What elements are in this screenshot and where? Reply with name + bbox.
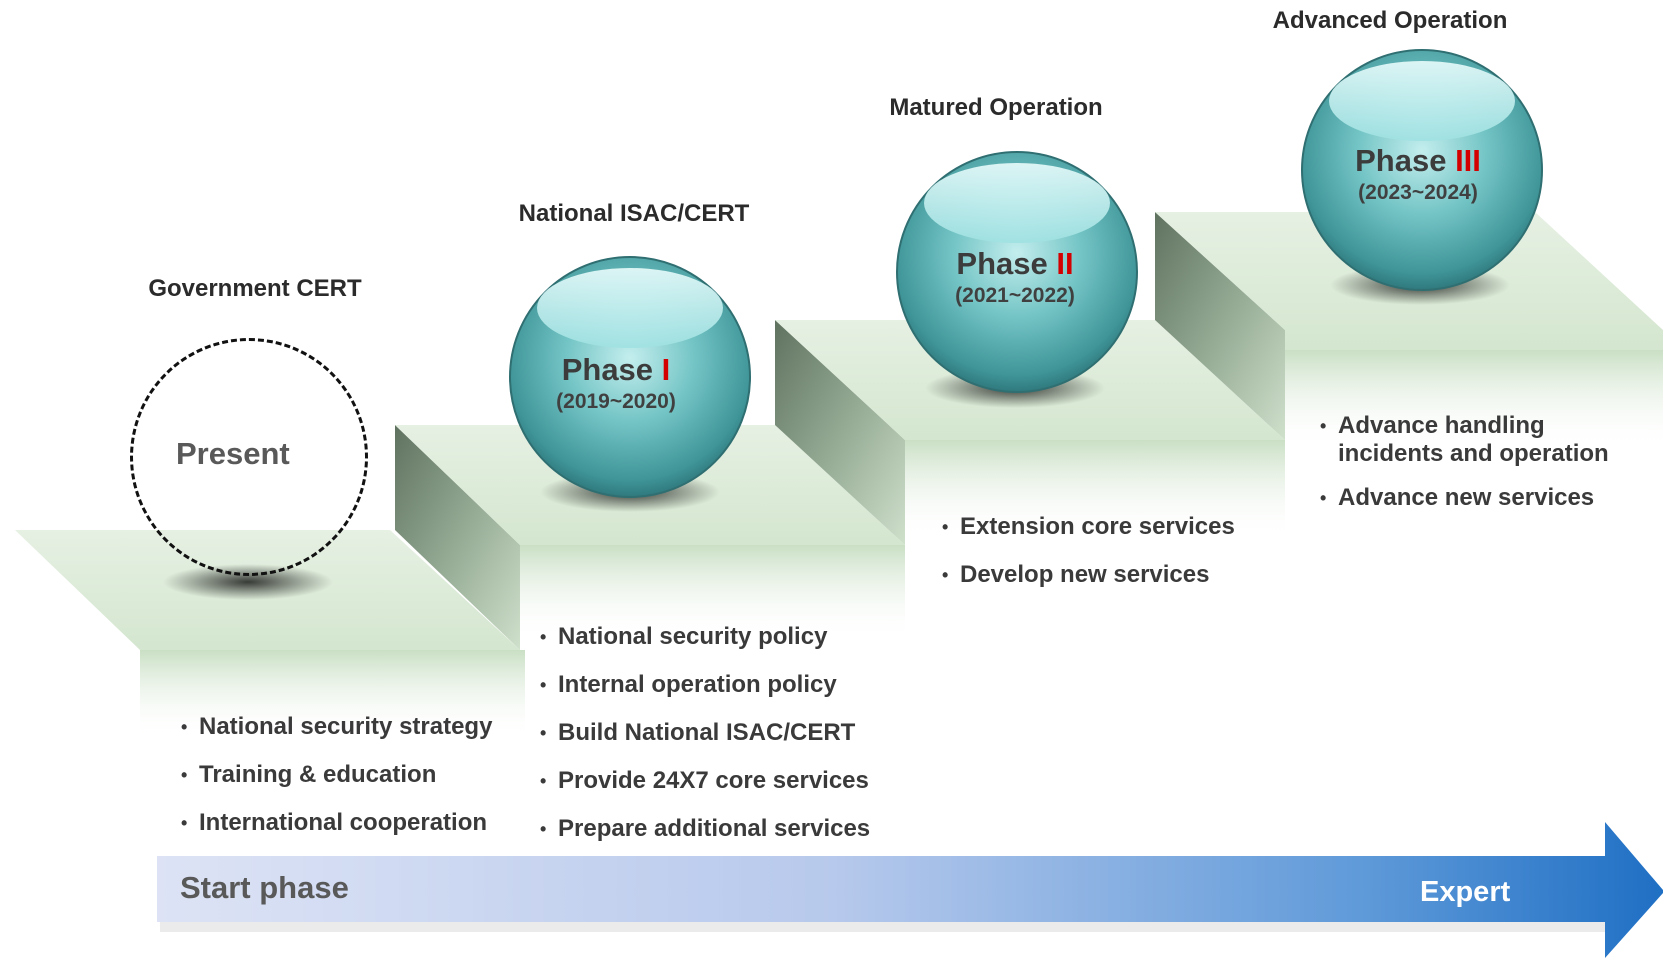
stage-3-bullets: Extension core services Develop new serv…: [942, 513, 1235, 609]
phase-2-number: II: [1056, 246, 1074, 281]
progress-arrow: [157, 822, 1663, 958]
phase-2-word: Phase: [956, 246, 1048, 281]
bullet-item: National security strategy: [181, 713, 492, 761]
bullet-item: Training & education: [181, 761, 492, 809]
stage-1-bullets: National security strategy Training & ed…: [181, 713, 492, 857]
stage-2-title: National ISAC/CERT: [518, 200, 750, 227]
bullet-item: International cooperation: [181, 809, 492, 857]
phase-3-label: Phase III (2023~2024): [1355, 143, 1481, 207]
step-2-riser: [775, 320, 905, 545]
phase-3-sphere: [1301, 49, 1543, 291]
bullet-item: Extension core services: [942, 513, 1235, 561]
stage-4-title: Advanced Operation: [1272, 7, 1508, 34]
phase-3-years: (2023~2024): [1358, 181, 1478, 204]
bullet-item: Provide 24X7 core services: [540, 767, 870, 815]
arrow-end-label: Expert: [1420, 876, 1511, 908]
phase-2-label: Phase II (2021~2022): [955, 246, 1075, 310]
phase-1-label: Phase I (2019~2020): [556, 352, 676, 416]
present-marker: [130, 338, 368, 576]
arrow-start-label: Start phase: [180, 870, 349, 905]
present-shadow: [163, 564, 333, 600]
phase-2-sphere: [896, 151, 1138, 393]
stage-4-bullets: Advance handling incidents and operation…: [1320, 412, 1650, 528]
phase-1-sphere: [509, 256, 751, 498]
phase-2-years: (2021~2022): [955, 284, 1075, 307]
bullet-item: Prepare additional services: [540, 815, 870, 863]
bullet-item: Advance handling incidents and operation: [1320, 412, 1650, 468]
bullet-item: Build National ISAC/CERT: [540, 719, 870, 767]
stage-1-title: Government CERT: [148, 275, 362, 302]
bullet-item: Internal operation policy: [540, 671, 870, 719]
bullet-item: Develop new services: [942, 561, 1235, 609]
step-1-riser: [395, 425, 520, 650]
bullet-item: National security policy: [540, 623, 870, 671]
present-label: Present: [176, 436, 290, 471]
phase-3-number: III: [1455, 143, 1481, 178]
phase-1-years: (2019~2020): [556, 390, 676, 413]
phase-1-number: I: [661, 352, 671, 387]
stage-3-title: Matured Operation: [889, 94, 1103, 121]
phase-1-word: Phase: [561, 352, 654, 387]
step-3-riser: [1155, 212, 1285, 440]
stage-2-bullets: National security policy Internal operat…: [540, 623, 870, 863]
bullet-item: Advance new services: [1320, 484, 1650, 512]
phase-3-word: Phase: [1355, 143, 1447, 178]
